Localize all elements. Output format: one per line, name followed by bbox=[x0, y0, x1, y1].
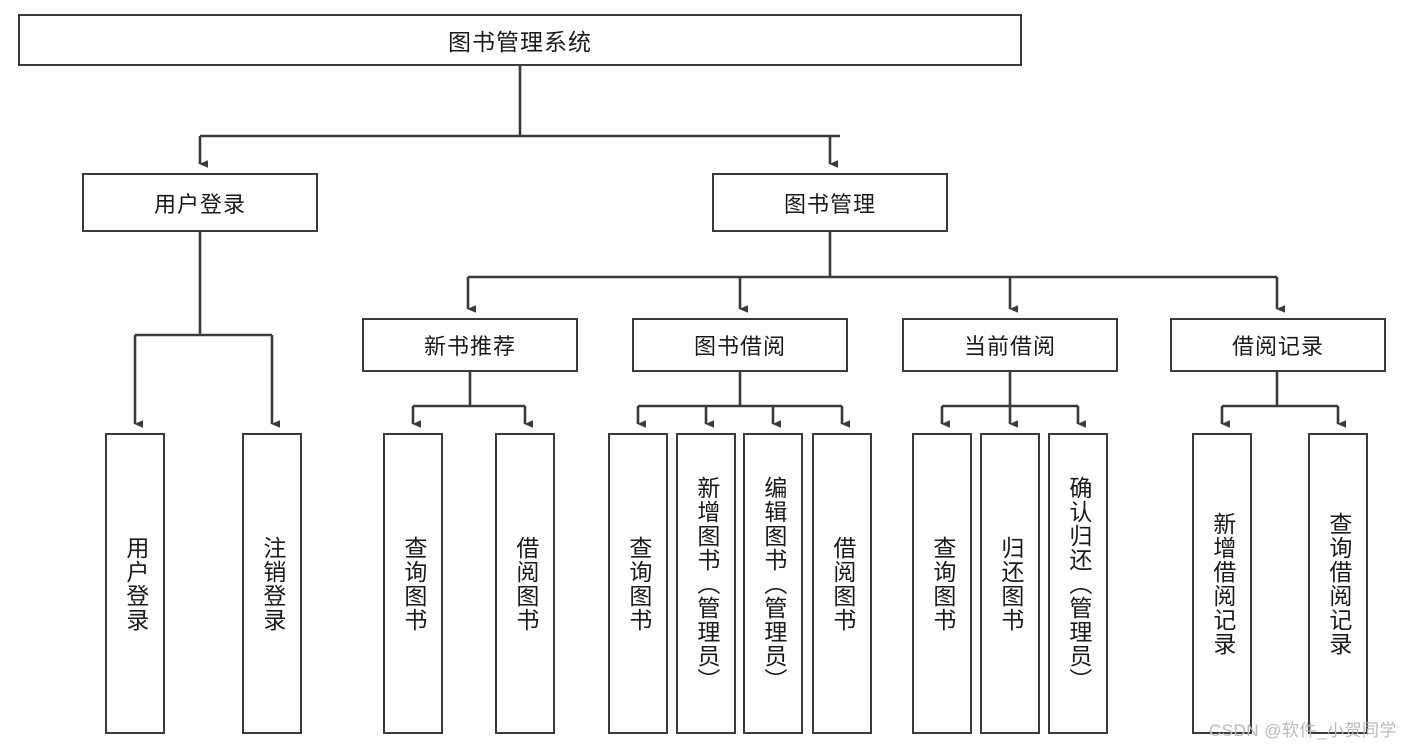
leaf-book-borrow-query-book[interactable]: 查询图书 bbox=[608, 433, 668, 734]
node-root-book-management-system[interactable]: 图书管理系统 bbox=[18, 14, 1022, 66]
watermark-text: CSDN @软件_小贺同学 bbox=[1208, 721, 1397, 740]
node-label: 当前借阅 bbox=[963, 334, 1056, 359]
leaf-label: 新增图书（管理员） bbox=[693, 475, 720, 692]
node-label: 借阅记录 bbox=[1231, 334, 1324, 359]
leaf-label: 注销登录 bbox=[259, 535, 286, 632]
leaf-borrow-record-add-record[interactable]: 新增借阅记录 bbox=[1192, 433, 1252, 734]
leaf-new-book-query-book[interactable]: 查询图书 bbox=[383, 433, 443, 734]
leaf-user-login-login[interactable]: 用户登录 bbox=[105, 433, 165, 734]
leaf-label: 用户登录 bbox=[122, 535, 149, 632]
leaf-book-borrow-add-book-admin[interactable]: 新增图书（管理员） bbox=[676, 433, 736, 734]
leaf-label: 查询图书 bbox=[400, 535, 427, 632]
leaf-label: 查询图书 bbox=[625, 535, 652, 632]
node-new-book-recommend[interactable]: 新书推荐 bbox=[362, 318, 578, 372]
leaf-label: 查询借阅记录 bbox=[1325, 511, 1352, 656]
leaf-label: 借阅图书 bbox=[512, 535, 539, 632]
leaf-label: 编辑图书（管理员） bbox=[760, 475, 787, 692]
leaf-label: 新增借阅记录 bbox=[1209, 511, 1236, 656]
leaf-label: 借阅图书 bbox=[829, 535, 856, 632]
node-label: 新书推荐 bbox=[423, 334, 516, 359]
leaf-book-borrow-edit-book-admin[interactable]: 编辑图书（管理员） bbox=[743, 433, 803, 734]
node-user-login[interactable]: 用户登录 bbox=[82, 173, 318, 232]
leaf-current-borrow-query-book[interactable]: 查询图书 bbox=[912, 433, 972, 734]
leaf-label: 确认归还（管理员） bbox=[1065, 475, 1092, 692]
leaf-borrow-record-query-record[interactable]: 查询借阅记录 bbox=[1308, 433, 1368, 734]
leaf-current-borrow-return-book[interactable]: 归还图书 bbox=[980, 433, 1040, 734]
leaf-new-book-borrow-book[interactable]: 借阅图书 bbox=[495, 433, 555, 734]
leaf-current-borrow-confirm-return-admin[interactable]: 确认归还（管理员） bbox=[1048, 433, 1108, 734]
node-borrow-record[interactable]: 借阅记录 bbox=[1170, 318, 1386, 372]
leaf-user-login-logout[interactable]: 注销登录 bbox=[242, 433, 302, 734]
node-current-borrow[interactable]: 当前借阅 bbox=[902, 318, 1118, 372]
node-label: 图书管理 bbox=[783, 191, 876, 217]
leaf-book-borrow-borrow-book[interactable]: 借阅图书 bbox=[812, 433, 872, 734]
node-book-management[interactable]: 图书管理 bbox=[712, 173, 948, 232]
leaf-label: 归还图书 bbox=[997, 535, 1024, 632]
node-label: 用户登录 bbox=[153, 191, 246, 217]
node-label: 图书借阅 bbox=[693, 334, 786, 359]
node-book-borrow[interactable]: 图书借阅 bbox=[632, 318, 848, 372]
leaf-label: 查询图书 bbox=[929, 535, 956, 632]
node-label: 图书管理系统 bbox=[448, 29, 592, 55]
